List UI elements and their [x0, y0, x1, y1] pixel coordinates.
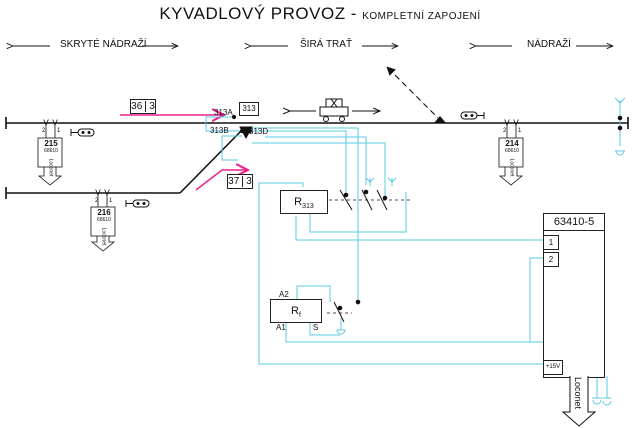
relay-contacts	[327, 189, 410, 323]
relay-r313-sub: 313	[302, 203, 314, 211]
relay-rf-a2: A2	[279, 290, 289, 299]
module-name: 63410-5	[544, 214, 604, 231]
relay-rf: Rf	[270, 299, 322, 323]
det215-number: 215	[44, 139, 58, 148]
wire-to-input-1	[295, 216, 545, 241]
det214-tag: 68610	[505, 148, 519, 154]
detector-216	[90, 195, 116, 252]
det214-number: 214	[505, 139, 519, 148]
det216-pin2: 2	[95, 198, 99, 204]
direction-arrow-lower-diag	[195, 169, 223, 191]
sign-37-left: 37	[228, 176, 240, 187]
det214-pin2: 2	[503, 128, 507, 134]
wiring	[205, 116, 612, 406]
det216-pin1: 1	[109, 198, 113, 204]
switch-313	[231, 114, 253, 140]
loconet-bus-arrow	[561, 376, 597, 427]
det215-pin1: 1	[57, 128, 61, 134]
module-63410: 63410-5 1 2 +15V	[543, 213, 605, 378]
switch-pos-b: 313B	[210, 126, 229, 135]
wire-to-input-2	[529, 257, 545, 342]
section-hidden-station: SKRYTÉ NÁDRAŽÍ	[60, 39, 147, 50]
title-sub: KOMPLETNÍ ZAPOJENÍ	[362, 11, 481, 22]
sign-37-right: 3	[242, 176, 252, 187]
module-power-15v: +15V	[544, 360, 563, 375]
wire-to-rf	[252, 127, 359, 305]
sign-36-right: 3	[145, 101, 155, 112]
switch-diverging-track	[179, 127, 245, 194]
wire-switch-d	[246, 130, 347, 194]
det216-tag: 68610	[97, 217, 111, 223]
det216-number: 216	[97, 208, 111, 217]
wire-15v	[258, 205, 545, 365]
detector-214	[498, 125, 524, 186]
relay-rf-s: S	[313, 323, 319, 332]
switch-number-box: 313	[239, 102, 259, 116]
title-dash: -	[345, 4, 363, 23]
det215-tag: 68610	[44, 148, 58, 154]
switch-pos-d: 313D	[249, 127, 269, 136]
switch-pos-a: 313A	[214, 108, 233, 117]
module-bus-label: Loconet	[573, 376, 583, 410]
wire-switch-a	[205, 116, 240, 132]
section-station: NÁDRAŽÍ	[527, 39, 571, 50]
signal-icon	[460, 111, 485, 120]
module-input-2: 2	[544, 252, 559, 267]
det214-pin1: 1	[518, 128, 522, 134]
det215-pin2: 2	[42, 128, 46, 134]
signal-icon	[125, 199, 150, 208]
section-open-line: ŠIRÁ TRAŤ	[300, 39, 353, 50]
signal-icon	[70, 128, 95, 137]
wire-to-r313-contact	[265, 136, 367, 185]
relay-r313-label: R	[294, 196, 303, 208]
detector-215	[37, 125, 63, 186]
relay-rf-a1: A1	[276, 323, 286, 332]
title-main: KYVADLOVÝ PROVOZ	[159, 4, 346, 23]
relay-rf-label: R	[291, 305, 299, 317]
page-title: KYVADLOVÝ PROVOZ - KOMPLETNÍ ZAPOJENÍ	[0, 4, 640, 24]
module-input-1: 1	[544, 235, 559, 250]
relay-rf-sub: f	[299, 312, 301, 320]
wagon-icon	[290, 98, 380, 122]
track-contact-triangle	[434, 116, 446, 123]
right-end-feed	[614, 97, 626, 156]
wire-to-r313-contact-2	[252, 142, 386, 196]
tracks	[5, 117, 629, 199]
pink-arrows	[120, 115, 248, 191]
relay-r313: R313	[280, 190, 328, 214]
sign-36-left: 36	[131, 101, 143, 112]
signal-direction-dashed-arrow	[386, 66, 439, 119]
